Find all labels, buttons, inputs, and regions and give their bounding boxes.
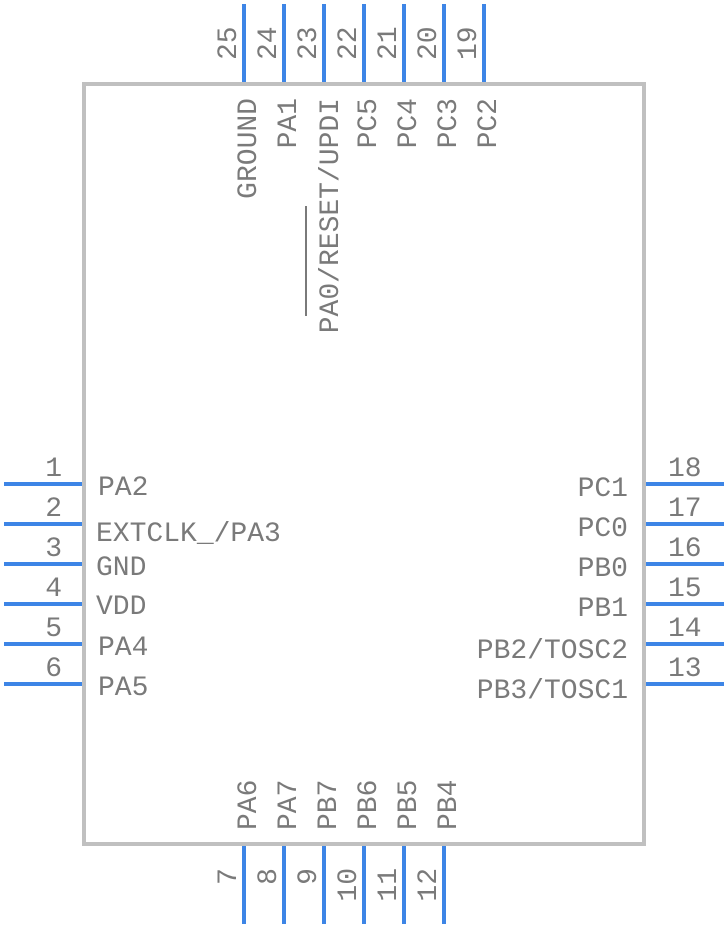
pin-number: 24 <box>254 26 285 60</box>
left-pins: 1 PA2 2 EXTCLK_/PA3 3 GND 4 VDD 5 PA4 6 … <box>45 454 281 704</box>
pin-number: 11 <box>374 868 405 902</box>
pin-label: PB0 <box>578 554 628 585</box>
pin-number: 13 <box>668 654 702 685</box>
pin-label: PC0 <box>578 514 628 545</box>
pin-number: 22 <box>334 26 365 60</box>
pin-number: 21 <box>374 26 405 60</box>
top-pins: 25 GROUND 24 PA1 23 PA0/RESET/UPDI 22 PC… <box>214 26 505 333</box>
pin-label: VDD <box>96 592 146 623</box>
pin-number: 23 <box>294 26 325 60</box>
pin-number: 3 <box>45 534 62 565</box>
pin-label: PA0/RESET/UPDI <box>316 98 347 333</box>
pin-number: 8 <box>254 868 285 885</box>
pin-label: PA7 <box>274 780 305 830</box>
pin-label: GROUND <box>234 98 265 199</box>
bottom-pins: 7 PA6 8 PA7 9 PB7 10 PB6 11 PB5 12 PB4 <box>214 780 465 902</box>
pin-label: PA6 <box>234 780 265 830</box>
pin-number: 2 <box>45 494 62 525</box>
pin-label: PA4 <box>98 633 148 664</box>
pin-label: PA1 <box>274 98 305 148</box>
pin-label: PC1 <box>578 474 628 505</box>
pin-number: 20 <box>414 26 445 60</box>
pin-label: PB1 <box>578 594 628 625</box>
pin-label: EXTCLK_/PA3 <box>96 519 281 550</box>
pin-label: PB6 <box>354 780 385 830</box>
pin-label: PC4 <box>394 98 425 148</box>
pin-number: 10 <box>334 868 365 902</box>
pin-number: 5 <box>45 614 62 645</box>
pin-number: 6 <box>45 654 62 685</box>
pin-label: PB7 <box>314 780 345 830</box>
pin-number: 16 <box>668 534 702 565</box>
pin-label: PA2 <box>98 473 148 504</box>
pin-label: PC3 <box>434 98 465 148</box>
pin-label: PB3/TOSC1 <box>477 676 628 707</box>
pin-lines <box>4 4 724 924</box>
pin-number: 4 <box>45 574 62 605</box>
pin-number: 15 <box>668 574 702 605</box>
pin-number: 9 <box>294 868 325 885</box>
component-body <box>82 82 646 846</box>
pin-number: 12 <box>414 868 445 902</box>
pin-label: PB5 <box>394 780 425 830</box>
pin-number: 14 <box>668 614 702 645</box>
pin-number: 18 <box>668 454 702 485</box>
pin-number: 1 <box>45 454 62 485</box>
pin-number: 17 <box>668 494 702 525</box>
pin-label: PA5 <box>98 673 148 704</box>
pin-label: PC2 <box>474 98 505 148</box>
pin-label: PC5 <box>354 98 385 148</box>
pin-number: 19 <box>454 26 485 60</box>
pin-label: PB4 <box>434 780 465 830</box>
pin-label: PB2/TOSC2 <box>477 636 628 667</box>
right-pins: 18 PC1 17 PC0 16 PB0 15 PB1 14 PB2/TOSC2… <box>477 454 702 707</box>
pin-number: 7 <box>214 868 245 885</box>
pin-number: 25 <box>214 26 245 60</box>
pin-label: GND <box>96 553 146 584</box>
